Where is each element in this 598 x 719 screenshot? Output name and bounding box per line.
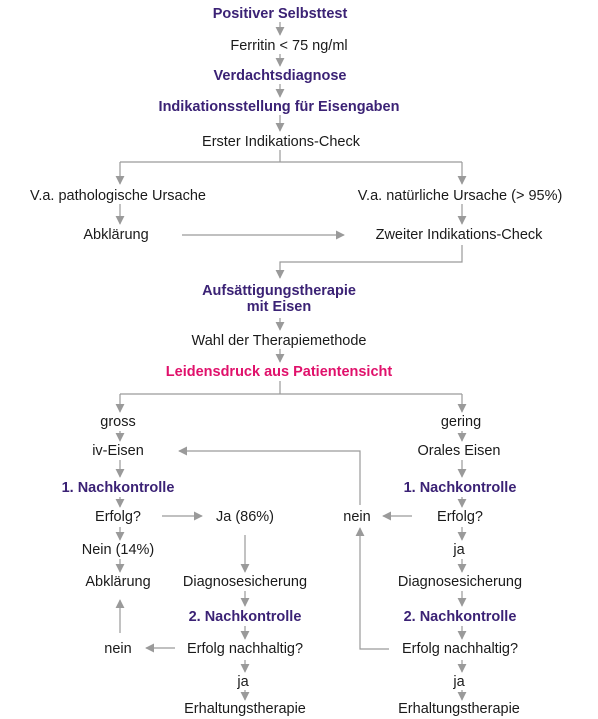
node-nachkontrolle-1-right: 1. Nachkontrolle — [403, 480, 517, 496]
node-aufsaettigungstherapie: Aufsättigungstherapie mit Eisen — [202, 283, 356, 315]
node-abklaerung-1: Abklärung — [83, 227, 149, 243]
node-erster-check: Erster Indikations-Check — [202, 134, 360, 150]
node-nachkontrolle-1-left: 1. Nachkontrolle — [61, 480, 175, 496]
merge-line-to-aufsaettigung — [275, 245, 463, 279]
node-leidensdruck: Leidensdruck aus Patientensicht — [165, 364, 393, 380]
node-erhaltungstherapie-left: Erhaltungstherapie — [184, 701, 306, 717]
node-nein-left: nein — [104, 641, 132, 657]
node-abklaerung-2: Abklärung — [85, 574, 151, 590]
loop-nein-to-iv — [178, 446, 361, 505]
node-diagnosesicherung-left: Diagnosesicherung — [182, 574, 308, 590]
node-ja-86: Ja (86%) — [215, 509, 275, 525]
node-gering: gering — [440, 414, 482, 430]
aufsaettigung-line-2: mit Eisen — [246, 299, 312, 315]
loop-erfolg-nachhaltig-to-nein — [355, 527, 389, 650]
node-nein-mid: nein — [343, 509, 371, 525]
node-ferritin: Ferritin < 75 ng/ml — [230, 38, 348, 54]
node-nachkontrolle-2-left: 2. Nachkontrolle — [188, 609, 302, 625]
node-erfolg-nachhaltig-left: Erfolg nachhaltig? — [186, 641, 304, 657]
node-erfolg-left: Erfolg? — [95, 509, 141, 525]
node-ja-left-2: ja — [237, 674, 249, 690]
node-ja-right-2: ja — [453, 674, 465, 690]
node-erfolg-nachhaltig-right: Erfolg nachhaltig? — [401, 641, 519, 657]
node-verdachtsdiagnose: Verdachtsdiagnose — [213, 68, 347, 84]
node-orales-eisen: Orales Eisen — [417, 443, 501, 459]
node-wahl-therapiemethode: Wahl der Therapiemethode — [191, 333, 367, 349]
node-gross: gross — [100, 414, 136, 430]
node-positiver-selbsttest: Positiver Selbsttest — [212, 6, 348, 22]
node-ja-right-1: ja — [453, 542, 465, 558]
node-iv-eisen: iv-Eisen — [92, 443, 144, 459]
node-indikationsstellung: Indikationsstellung für Eisengaben — [158, 99, 400, 115]
node-diagnosesicherung-right: Diagnosesicherung — [397, 574, 523, 590]
node-pathologische-ursache: V.a. pathologische Ursache — [30, 188, 206, 204]
node-nachkontrolle-2-right: 2. Nachkontrolle — [403, 609, 517, 625]
aufsaettigung-line-1: Aufsättigungstherapie — [202, 283, 356, 299]
split-line-erster-check — [120, 150, 462, 163]
node-erfolg-right: Erfolg? — [437, 509, 483, 525]
node-erhaltungstherapie-right: Erhaltungstherapie — [398, 701, 520, 717]
node-zweiter-check: Zweiter Indikations-Check — [375, 227, 543, 243]
split-line-leidensdruck — [120, 381, 462, 395]
node-natuerliche-ursache: V.a. natürliche Ursache (> 95%) — [357, 188, 563, 204]
node-nein-14: Nein (14%) — [81, 542, 155, 558]
